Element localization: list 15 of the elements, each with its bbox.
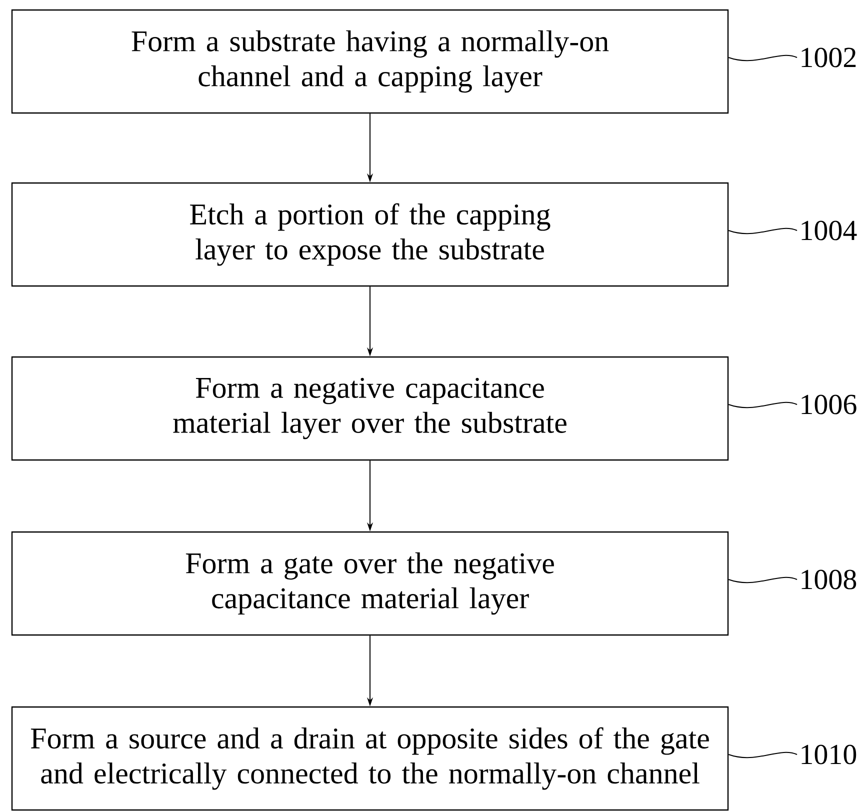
process-box: Form a gate over the negative capacitance material layer	[11, 531, 729, 636]
leader-line	[728, 402, 798, 408]
callout-number: 1008	[802, 570, 856, 590]
leader-line	[728, 228, 798, 234]
leader-line	[728, 54, 798, 62]
callout-number: 1004	[802, 220, 857, 240]
callout-number: 1002	[802, 48, 856, 68]
leader-line	[728, 752, 798, 758]
process-box: Etch a portion of the capping layer to expose the substrate	[11, 182, 729, 287]
callout-number: 1006	[802, 394, 856, 414]
process-box: Form a negative capacitance material layer over the substrate	[11, 356, 729, 461]
callout-number: 1010	[802, 744, 856, 764]
process-box: Form a source and a drain at opposite sides of the gate and electrically connected to the normally-on channel	[11, 706, 729, 811]
leader-line	[728, 576, 798, 584]
process-box: Form a substrate having a normally-on channel and a capping layer	[11, 9, 729, 114]
